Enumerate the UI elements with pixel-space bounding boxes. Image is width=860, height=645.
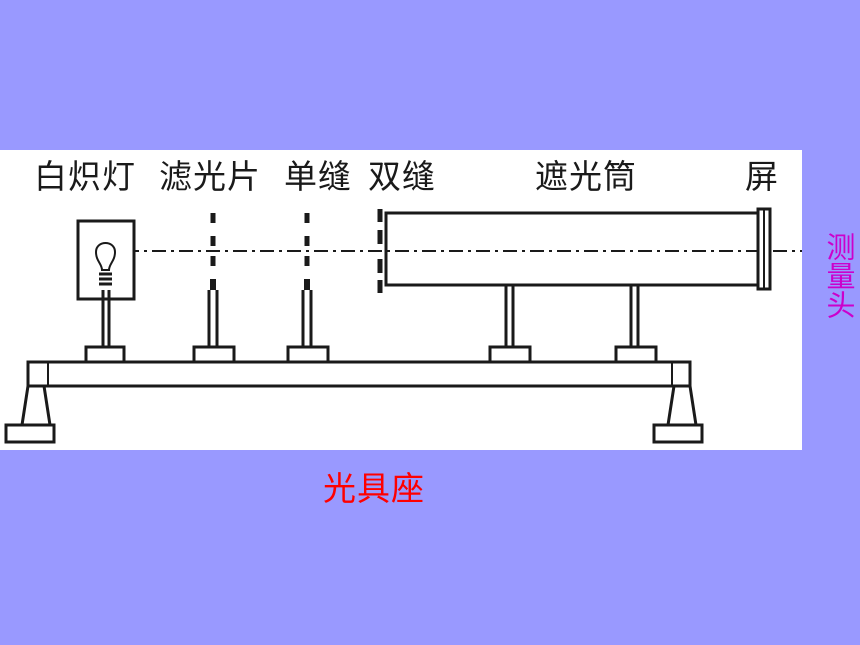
apparatus-diagram: 白炽灯 滤光片 单缝 双缝 遮光筒 屏 (0, 150, 802, 450)
label-lamp: 白炽灯 (34, 157, 136, 196)
single-slit-holder (286, 213, 330, 364)
optical-bench-label: 光具座 (323, 469, 425, 508)
label-single-slit: 单缝 (284, 157, 352, 196)
screen-plate (756, 207, 772, 291)
light-tube (384, 211, 760, 364)
label-double-slit: 双缝 (368, 157, 436, 196)
filter-holder (192, 213, 236, 364)
label-filter: 滤光片 (159, 157, 261, 196)
label-light-tube: 遮光筒 (535, 157, 637, 196)
lamp-bulb-icon (76, 219, 136, 364)
optical-bench-rail (4, 360, 704, 444)
measuring-head-label: 测量头 (822, 232, 856, 319)
label-screen: 屏 (745, 157, 779, 196)
apparatus-drawing (4, 207, 802, 444)
